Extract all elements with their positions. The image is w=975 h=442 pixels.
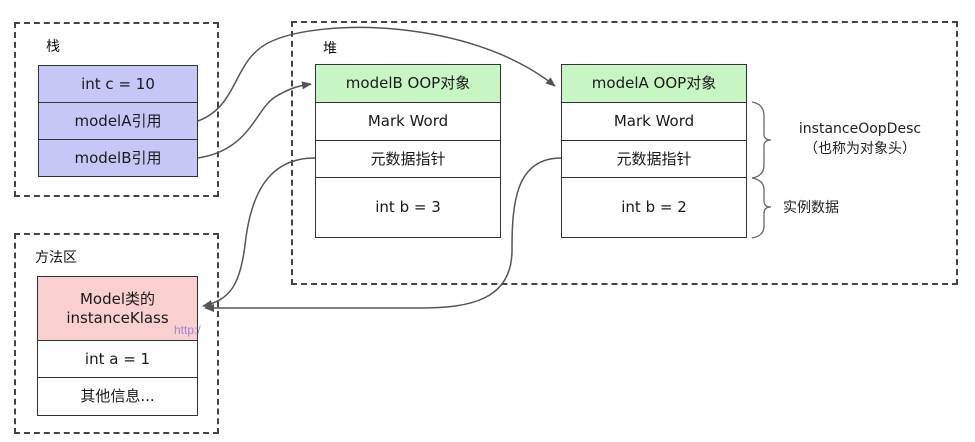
modelB-metadata-pointer: 元数据指针 xyxy=(315,140,501,178)
brace-label-header-line2: （也称为对象头） xyxy=(804,141,916,157)
arrow-modelB-ref-to-oop xyxy=(197,81,312,159)
arrow-modelA-ref-to-oop xyxy=(197,26,556,122)
brace-header xyxy=(751,101,772,179)
brace-instance xyxy=(751,177,772,239)
watermark-text: http:/ xyxy=(174,323,201,337)
modelB-mark-word: Mark Word xyxy=(315,102,501,141)
method-area-title: 方法区 xyxy=(35,250,77,266)
stack-region xyxy=(14,22,219,197)
modelB-oop-header: modelB OOP对象 xyxy=(315,64,501,103)
stack-cell-int-c: int c = 10 xyxy=(38,65,198,103)
brace-label-instance-data: 实例数据 xyxy=(783,200,839,216)
klass-header-line1: Model类的 xyxy=(79,289,156,308)
modelA-mark-word: Mark Word xyxy=(561,102,747,141)
stack-cell-modelB-ref: modelB引用 xyxy=(38,139,198,177)
method-area-region xyxy=(14,233,219,434)
heap-region xyxy=(291,21,958,285)
modelA-field-int-b: int b = 2 xyxy=(561,177,747,238)
brace-label-header-line1: instanceOopDesc xyxy=(798,121,922,137)
modelB-field-int-b: int b = 3 xyxy=(315,177,501,238)
brace-label-header: instanceOopDesc （也称为对象头） xyxy=(785,119,935,159)
klass-field-int-a: int a = 1 xyxy=(37,340,198,378)
arrow-modelB-meta-to-klass xyxy=(202,157,316,308)
klass-header: Model类的 instanceKlass xyxy=(37,276,198,341)
modelA-oop-header: modelA OOP对象 xyxy=(561,64,747,103)
klass-header-line2: instanceKlass xyxy=(66,308,169,327)
heap-title: 堆 xyxy=(323,41,337,57)
klass-other-info: 其他信息... xyxy=(37,377,198,416)
arrow-modelA-meta-to-klass xyxy=(204,157,562,312)
modelA-metadata-pointer: 元数据指针 xyxy=(561,140,747,178)
stack-title: 栈 xyxy=(46,39,60,55)
